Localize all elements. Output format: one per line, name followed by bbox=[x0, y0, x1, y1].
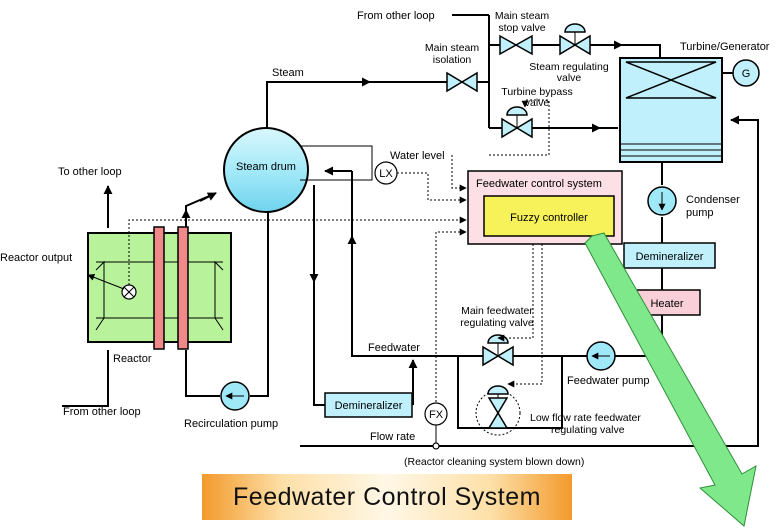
main-fw-reg-label-1: Main feedwater bbox=[461, 305, 533, 317]
reactor-label: Reactor bbox=[113, 353, 152, 365]
flow-rate-label: Flow rate bbox=[370, 431, 415, 443]
generator: G bbox=[732, 59, 760, 87]
fx-label: FX bbox=[429, 409, 444, 421]
recirculation-pump-label: Recirculation pump bbox=[184, 418, 278, 430]
condenser-pump[interactable] bbox=[647, 186, 677, 216]
condensate-lines bbox=[300, 115, 759, 447]
labels: From other loop Main steam stop valve Ma… bbox=[0, 10, 770, 468]
feedwater-pump-label: Feedwater pump bbox=[567, 375, 650, 387]
from-other-loop-top-label: From other loop bbox=[357, 10, 435, 22]
steam-regulating-valve[interactable] bbox=[559, 23, 591, 56]
recirculation-pump[interactable] bbox=[220, 381, 250, 411]
demineralizer-left: Demineralizer bbox=[324, 392, 413, 418]
reactor-output-label: Reactor output bbox=[0, 252, 72, 264]
feedwater-pump[interactable] bbox=[586, 341, 616, 371]
drum-recirc-lines bbox=[62, 185, 269, 407]
generator-label: G bbox=[742, 68, 751, 80]
feedwater-valve-lines bbox=[457, 356, 563, 429]
water-level-label: Water level bbox=[390, 150, 445, 162]
low-flow-label-2: regulating valve bbox=[551, 424, 625, 436]
main-steam-isolation-valve[interactable] bbox=[446, 71, 478, 93]
low-flow-regulating-valve[interactable] bbox=[475, 385, 521, 436]
heater: Heater bbox=[633, 289, 701, 316]
main-fw-reg-label-2: regulating valve bbox=[460, 317, 534, 329]
main-steam-isolation-label-2: isolation bbox=[433, 54, 472, 66]
page-title: Feedwater Control System bbox=[233, 482, 541, 511]
heater-label: Heater bbox=[650, 298, 683, 310]
title-banner: Feedwater Control System bbox=[202, 474, 572, 520]
turbine-bypass-label-1: Turbine bypass bbox=[501, 86, 572, 98]
fuzzy-controller-label: Fuzzy controller bbox=[510, 212, 588, 224]
to-other-loop-label: To other loop bbox=[58, 166, 122, 178]
reactor bbox=[87, 226, 232, 350]
water-level-sensor: LX bbox=[300, 145, 398, 185]
reactor-cleaning-label: (Reactor cleaning system blown down) bbox=[404, 456, 584, 468]
steam-regulating-label-1: Steam regulating bbox=[529, 61, 609, 73]
feedwater-control-title: Feedwater control system bbox=[476, 178, 602, 190]
steam-drum-label: Steam drum bbox=[236, 161, 296, 173]
steam-label: Steam bbox=[272, 67, 304, 79]
feedwater-left-lines bbox=[309, 185, 418, 406]
demineralizer-right-label: Demineralizer bbox=[636, 251, 704, 263]
output-arrow bbox=[584, 232, 757, 527]
signal-lines bbox=[128, 99, 550, 402]
main-steam-stop-label-2: stop valve bbox=[498, 22, 545, 34]
steam-regulating-label-2: valve bbox=[557, 72, 582, 84]
main-steam-stop-label-1: Main steam bbox=[495, 10, 550, 22]
demineralizer-right: Demineralizer bbox=[623, 242, 716, 269]
flow-sensor: FX bbox=[424, 402, 448, 450]
lx-label: LX bbox=[379, 168, 393, 180]
demineralizer-left-label: Demineralizer bbox=[335, 400, 403, 412]
turbine-generator-label: Turbine/Generator bbox=[680, 41, 770, 53]
main-steam-stop-valve[interactable] bbox=[499, 34, 533, 56]
turbine-bypass-label-2: valve bbox=[525, 97, 550, 109]
from-other-loop-bottom-label: From other loop bbox=[63, 406, 141, 418]
condenser-pump-label-2: pump bbox=[686, 207, 714, 219]
turbine-bypass-valve[interactable] bbox=[501, 106, 533, 139]
low-flow-label-1: Low flow rate feedwater bbox=[530, 412, 641, 424]
feedwater-control-box: Feedwater control system Fuzzy controlle… bbox=[467, 170, 623, 245]
main-steam-isolation-label-1: Main steam bbox=[425, 42, 480, 54]
steam-drum: Steam drum bbox=[223, 127, 309, 213]
turbine-condenser bbox=[619, 57, 733, 163]
condenser-pump-label-1: Condenser bbox=[686, 194, 740, 206]
feedwater-label: Feedwater bbox=[368, 342, 420, 354]
main-feedwater-regulating-valve[interactable] bbox=[482, 334, 514, 367]
